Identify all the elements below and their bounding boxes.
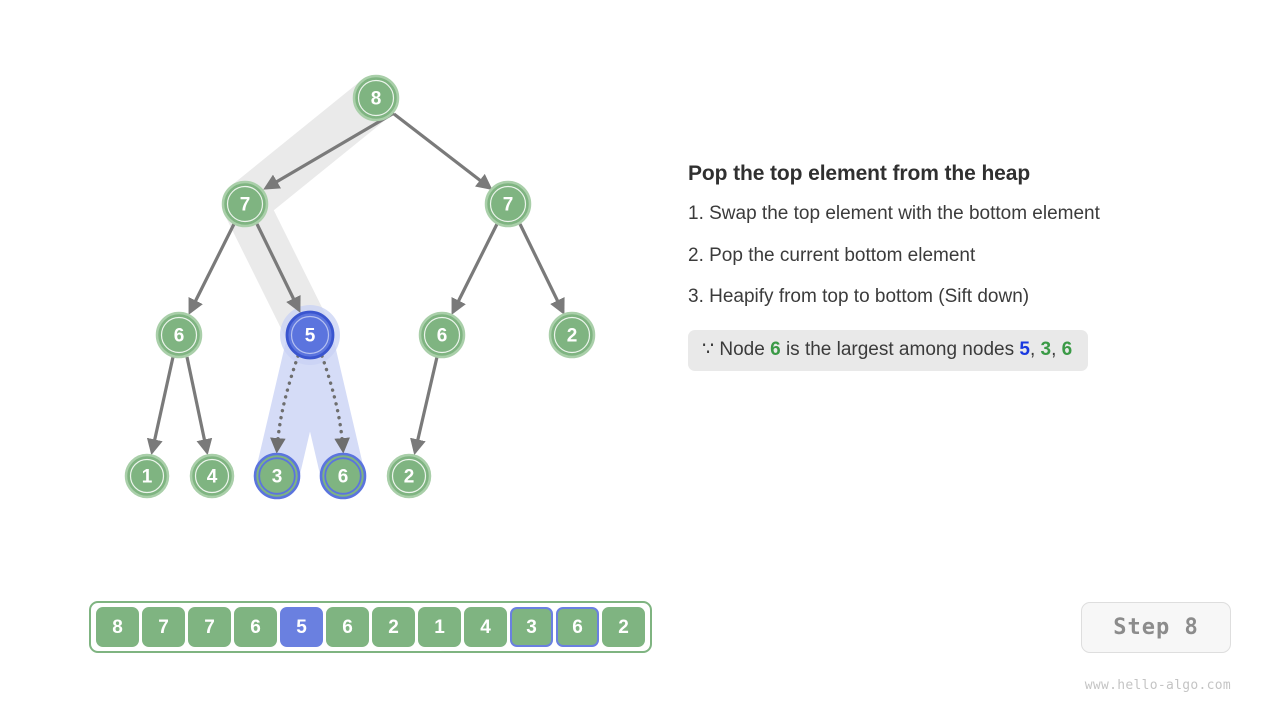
watermark: www.hello-algo.com xyxy=(1084,678,1231,693)
node-inner-ring xyxy=(129,458,165,494)
array-cell-9[interactable]: 3 xyxy=(510,607,553,647)
tree-edge xyxy=(185,356,213,456)
tree-edge xyxy=(451,223,499,315)
step-text-2: 2. Pop the current bottom element xyxy=(688,244,976,266)
array-cell-8[interactable]: 4 xyxy=(464,607,507,647)
node-circle xyxy=(189,453,235,499)
tree-node-n6[interactable]: 2 xyxy=(548,311,596,359)
tree-node-n4[interactable]: 5 xyxy=(285,310,335,360)
node-circle xyxy=(319,452,367,500)
array-cell-5[interactable]: 6 xyxy=(326,607,369,647)
array-cell-7[interactable]: 1 xyxy=(418,607,461,647)
array-cell-2[interactable]: 7 xyxy=(188,607,231,647)
tree-node-label: 6 xyxy=(338,467,349,488)
node-inner-ring xyxy=(194,458,230,494)
tree-node-label: 7 xyxy=(240,195,251,216)
node-inner-ring xyxy=(226,185,264,223)
node-inner-ring xyxy=(324,457,362,495)
node-circle xyxy=(253,452,301,500)
node-inner-ring xyxy=(553,316,591,354)
tree-node-label: 2 xyxy=(567,326,578,347)
node-circle xyxy=(285,310,335,360)
note-comma-2: , xyxy=(1051,338,1057,360)
explanation-panel: Pop the top element from the heap 1. Swa… xyxy=(688,160,1228,372)
tree-node-n9[interactable]: 3 xyxy=(253,452,301,500)
comparison-edge xyxy=(320,354,350,454)
tree-node-n2[interactable]: 7 xyxy=(484,180,532,228)
array-cell-3[interactable]: 6 xyxy=(234,607,277,647)
tree-edge xyxy=(188,223,236,315)
array-cell-6[interactable]: 2 xyxy=(372,607,415,647)
note-candidate-3: 6 xyxy=(1061,338,1073,360)
page-title: Pop the top element from the heap xyxy=(688,162,1031,185)
tree-node-n8[interactable]: 4 xyxy=(189,453,235,499)
note-candidate-2: 3 xyxy=(1040,338,1052,360)
comparison-edge xyxy=(270,354,300,454)
node-inner-ring xyxy=(391,458,427,494)
tree-edge xyxy=(410,356,439,456)
node-inner-ring xyxy=(290,315,330,355)
tree-node-n0[interactable]: 8 xyxy=(352,74,400,122)
note-subject-value: 6 xyxy=(770,338,781,360)
node-circle xyxy=(124,453,170,499)
node-inner-ring xyxy=(160,316,198,354)
array-cell-0[interactable]: 8 xyxy=(96,607,139,647)
tree-node-n11[interactable]: 2 xyxy=(386,453,432,499)
array-cell-10[interactable]: 6 xyxy=(556,607,599,647)
tree-node-label: 2 xyxy=(404,467,415,488)
tree-node-label: 4 xyxy=(207,467,218,488)
because-symbol: ∵ xyxy=(702,338,715,360)
node-inner-ring xyxy=(258,457,296,495)
note-candidate-1: 5 xyxy=(1019,338,1030,360)
note-pre-text: Node xyxy=(719,338,765,360)
node-inner-ring xyxy=(423,316,461,354)
tree-node-label: 8 xyxy=(371,89,382,110)
note-mid-text: is the largest among nodes xyxy=(785,338,1015,360)
step-text-3: 3. Heapify from top to bottom (Sift down… xyxy=(688,286,1030,308)
tree-node-n10[interactable]: 6 xyxy=(319,452,367,500)
tree-node-label: 3 xyxy=(272,467,283,488)
tree-edge xyxy=(263,111,395,190)
tree-node-label: 5 xyxy=(305,326,316,347)
tree-nodes: 8 7 7 6 5 xyxy=(124,74,596,500)
tree-edge xyxy=(393,112,493,190)
tree-edge xyxy=(518,223,565,315)
tree-node-label: 6 xyxy=(174,326,185,347)
tree-node-label: 6 xyxy=(437,326,448,347)
array-cell-11[interactable]: 2 xyxy=(602,607,645,647)
node-circle xyxy=(221,180,269,228)
array-cell-4[interactable]: 5 xyxy=(280,607,323,647)
heap-array: 8 7 7 6 5 6 2 1 4 3 6 2 xyxy=(89,601,652,653)
tree-node-n7[interactable]: 1 xyxy=(124,453,170,499)
tree-svg: 8 7 7 6 5 xyxy=(124,74,596,500)
tree-node-n1[interactable]: 7 xyxy=(221,180,269,228)
node-circle xyxy=(386,453,432,499)
node-inner-ring xyxy=(357,79,395,117)
tree-node-n5[interactable]: 6 xyxy=(418,311,466,359)
comparison-edges xyxy=(270,354,350,454)
tree-node-label: 1 xyxy=(142,467,153,488)
tree-edge xyxy=(146,356,175,456)
node-circle xyxy=(484,180,532,228)
tree-edges xyxy=(146,111,565,456)
note-comma-1: , xyxy=(1029,338,1036,360)
reason-note: ∵ Node 6 is the largest among nodes 5, 3… xyxy=(688,329,1089,372)
node-inner-ring xyxy=(489,185,527,223)
node-circle xyxy=(352,74,400,122)
tree-edge xyxy=(255,223,301,313)
tree-node-label: 7 xyxy=(503,195,514,216)
array-cell-1[interactable]: 7 xyxy=(142,607,185,647)
node-circle xyxy=(155,311,203,359)
step-badge: Step 8 xyxy=(1081,602,1231,653)
node-circle xyxy=(418,311,466,359)
binary-tree-diagram: 8 7 7 6 5 xyxy=(0,0,660,560)
step-text-1: 1. Swap the top element with the bottom … xyxy=(688,203,1100,225)
node-circle xyxy=(548,311,596,359)
tree-node-n3[interactable]: 6 xyxy=(155,311,203,359)
